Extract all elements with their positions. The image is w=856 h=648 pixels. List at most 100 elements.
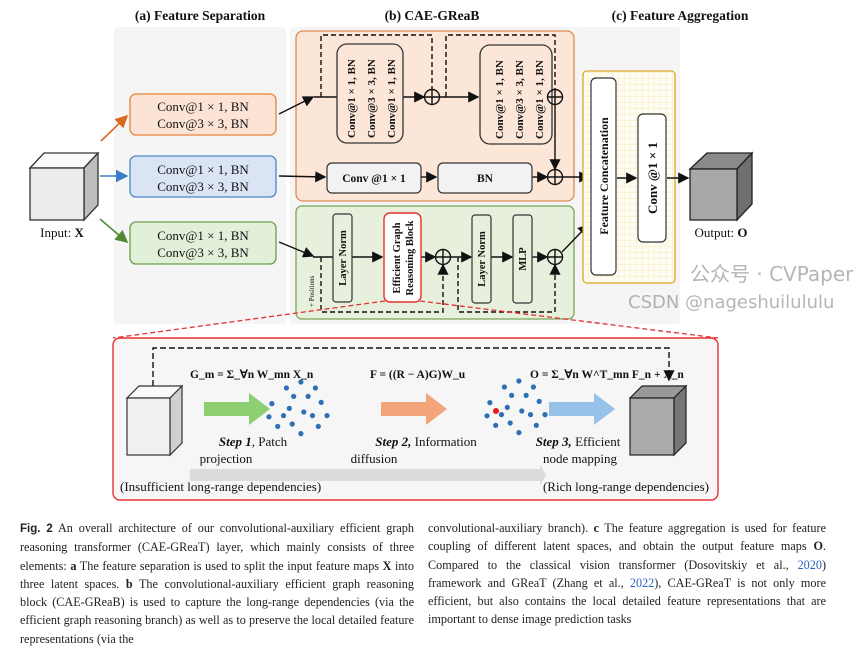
watermark-line1: 公众号 · CVPaper (690, 262, 854, 286)
step-arrows (204, 393, 615, 425)
caption-segment: a (70, 558, 77, 573)
svg-text:Conv@3 × 3, BN: Conv@3 × 3, BN (514, 60, 526, 139)
equation-3: O = Σ_∀n W^T_mn F_n + X_n (530, 369, 684, 381)
svg-text:Reasoning Block: Reasoning Block (405, 220, 416, 295)
svg-text:Conv@3 × 3, BN: Conv@3 × 3, BN (157, 179, 249, 194)
output-label: Output: O (694, 225, 747, 240)
step2-line2: diffusion (351, 451, 398, 466)
graph-node (315, 423, 321, 429)
caption-left-column: Fig. 2 An overall architecture of our co… (20, 519, 414, 648)
caption-segment: Fig. 2 (20, 523, 53, 535)
svg-text:Layer Norm: Layer Norm (338, 230, 349, 286)
architecture-diagram: (a) Feature Separation (b) CAE-GReaB (c)… (28, 8, 754, 501)
graph-node (309, 413, 316, 419)
highlighted-graph-node (493, 408, 499, 414)
svg-text:Conv@1 × 1, BN: Conv@1 × 1, BN (534, 60, 546, 139)
graph-node (493, 422, 499, 428)
step-1-arrow-icon (204, 393, 270, 425)
graph-node (509, 392, 515, 398)
citation-link[interactable]: 2020 (797, 557, 822, 572)
graph-node (498, 412, 505, 418)
aggregation-conv-box: Conv @1 × 1 (637, 113, 667, 243)
section-title-b: (b) CAE-GReaB (385, 8, 480, 23)
conv-block-2: Conv@1 × 1, BN Conv@3 × 3, BN Conv@1 × 1… (479, 44, 553, 145)
caption-segment: c (593, 521, 600, 535)
svg-text:Conv@3 × 3, BN: Conv@3 × 3, BN (366, 59, 378, 138)
graph-node (266, 414, 272, 420)
graph-node (533, 422, 539, 428)
graph-node (318, 399, 324, 405)
svg-text:Conv@1 × 1, BN: Conv@1 × 1, BN (386, 59, 398, 138)
graph-node (283, 385, 289, 391)
graph-node (298, 379, 304, 385)
long-range-progress-arrow (190, 464, 546, 486)
caption-segment: The feature separation is used to split … (76, 558, 383, 573)
egrb-detail-panel (112, 337, 719, 501)
caption-segment: ) framework and GReaT (Zhang et al., (428, 557, 826, 590)
svg-text:Conv@1 × 1, BN: Conv@1 × 1, BN (157, 228, 249, 243)
graph-node (289, 421, 295, 427)
svg-text:Conv@1 × 1, BN: Conv@1 × 1, BN (494, 60, 506, 139)
caption-segment: . Compared to the classical vision trans… (428, 539, 826, 572)
section-title-c: (c) Feature Aggregation (612, 8, 749, 23)
svg-text:Conv@3 × 3, BN: Conv@3 × 3, BN (157, 245, 249, 260)
svg-text:Efficient Graph: Efficient Graph (392, 222, 403, 293)
layer-norm-box: Layer Norm (332, 213, 353, 303)
equation-1: G_m = Σ_∀n W_mn X_n (190, 369, 314, 381)
svg-text:Conv@1 × 1, BN: Conv@1 × 1, BN (157, 99, 249, 114)
arrow-to-orange (100, 114, 129, 142)
graph-node (542, 412, 548, 418)
svg-text:Conv@1 × 1, BN: Conv@1 × 1, BN (157, 162, 249, 177)
input-cube-icon (28, 151, 100, 222)
left-note: (Insufficient long-range dependencies) (120, 479, 321, 494)
svg-text:Conv@1 × 1, BN: Conv@1 × 1, BN (346, 59, 358, 138)
graph-node (275, 423, 281, 429)
graph-node (286, 405, 292, 411)
svg-text:Layer Norm: Layer Norm (477, 231, 488, 287)
step-3-arrow-icon (549, 393, 615, 425)
conv-1x1-box: Conv @1 × 1 (326, 162, 422, 194)
citation-link[interactable]: 2022 (629, 575, 655, 590)
graph-node (523, 392, 529, 398)
svg-text:BN: BN (477, 173, 494, 185)
graph-node (312, 385, 318, 391)
step1-label: Step 1, Patch (219, 434, 288, 449)
graph-node (280, 413, 287, 419)
separation-box-orange: Conv@1 × 1, BN Conv@3 × 3, BN (129, 93, 277, 136)
svg-text:Feature Concatenation: Feature Concatenation (597, 117, 611, 235)
graph-node (301, 409, 307, 415)
bn-box: BN (437, 162, 533, 194)
caption-segment: into three latent spaces. (20, 558, 415, 591)
graph-node (291, 393, 297, 399)
input-label: Input: X (40, 225, 84, 240)
node-clusters (266, 378, 548, 437)
right-note: (Rich long-range dependencies) (543, 479, 709, 494)
separation-box-blue: Conv@1 × 1, BN Conv@3 × 3, BN (129, 155, 277, 198)
input-feature-cube-icon (125, 384, 184, 457)
svg-text:Conv@3 × 3, BN: Conv@3 × 3, BN (157, 116, 249, 131)
caption-segment: The feature aggregation is used for feat… (428, 521, 826, 554)
output-feature-cube-icon (628, 384, 688, 457)
step1-line2: projection (200, 451, 253, 466)
graph-node (516, 378, 522, 384)
graph-node (269, 401, 275, 407)
graph-node (536, 398, 542, 404)
svg-text:Conv @1 × 1: Conv @1 × 1 (342, 173, 406, 185)
caption-segment: The convolutional-auxiliary efficient gr… (20, 576, 414, 646)
separation-box-green: Conv@1 × 1, BN Conv@3 × 3, BN (129, 221, 277, 265)
conv-block-1: Conv@1 × 1, BN Conv@3 × 3, BN Conv@1 × 1… (336, 43, 404, 144)
watermark-line2: CSDN @nageshuilululu (628, 292, 835, 313)
positions-label: + Positions (308, 275, 316, 307)
graph-node (507, 420, 513, 426)
efficient-graph-reasoning-block: Efficient Graph Reasoning Block (383, 212, 422, 303)
caption-segment: b (125, 576, 133, 591)
graph-node (519, 408, 525, 414)
graph-node (484, 413, 490, 419)
arrow-to-green (99, 218, 129, 244)
graph-node (305, 393, 311, 399)
graph-node (530, 384, 537, 390)
graph-node (516, 430, 522, 436)
graph-node (298, 431, 304, 437)
equation-2: F = ((R − A)G)W_u (370, 369, 466, 381)
caption-right-column: convolutional-auxiliary branch). c The f… (428, 519, 826, 629)
